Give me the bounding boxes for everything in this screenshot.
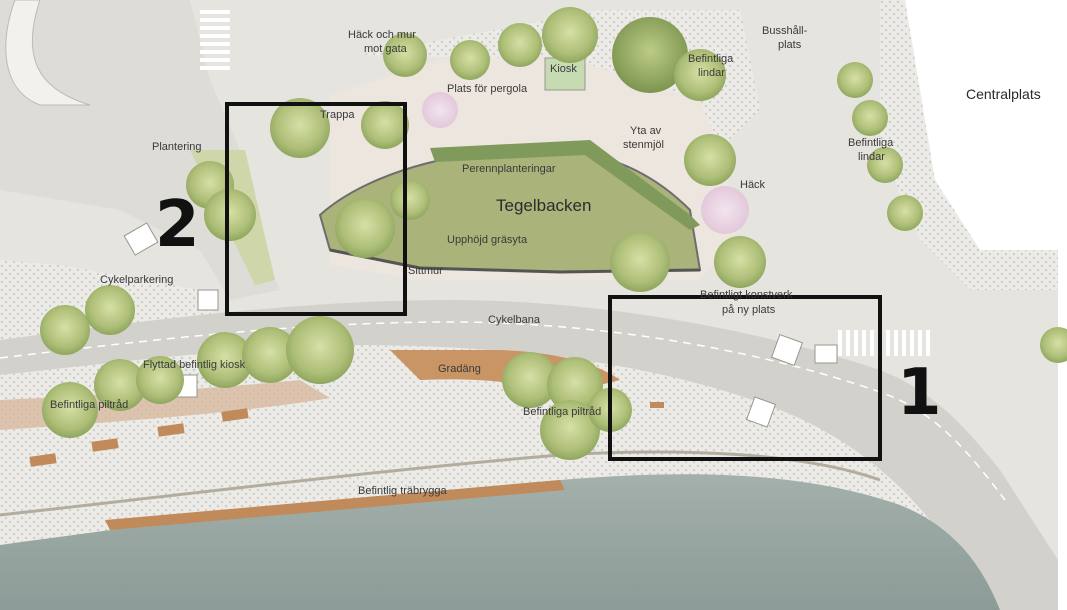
tree xyxy=(502,352,558,408)
tree xyxy=(335,198,395,258)
tree xyxy=(197,332,253,388)
label-upphojd-grasyta: Upphöjd gräsyta xyxy=(447,234,528,246)
trees xyxy=(40,7,1067,460)
building-block-right xyxy=(905,0,1058,250)
tree xyxy=(684,134,736,186)
tree xyxy=(852,100,888,136)
area-number-2: 2 xyxy=(155,188,200,262)
sidewalk-right xyxy=(880,0,1058,290)
label-hack: Häck xyxy=(740,179,766,191)
label-plantering: Plantering xyxy=(152,141,202,153)
bench xyxy=(157,423,185,437)
tree xyxy=(887,195,923,231)
cycle-path xyxy=(0,300,1058,610)
highlight-box-area-1[interactable] xyxy=(608,295,882,461)
label-perennplanteringar: Perennplanteringar xyxy=(462,163,556,175)
highlight-box-area-2[interactable] xyxy=(225,102,407,316)
artwork-box xyxy=(770,333,804,367)
label-befintliga-lindar-top-line2: lindar xyxy=(698,67,725,79)
label-hack-och-mur-line2: mot gata xyxy=(364,43,408,55)
label-plats-for-pergola: Plats för pergola xyxy=(447,83,528,95)
kiosk-building xyxy=(544,57,586,91)
tree xyxy=(270,98,330,158)
label-befintligt-konstverk-line2: på ny plats xyxy=(722,304,776,316)
tree xyxy=(701,186,749,234)
tree xyxy=(204,189,256,241)
label-busshallplats-line2: plats xyxy=(778,39,802,51)
tree xyxy=(242,327,298,383)
label-cykelparkering: Cykelparkering xyxy=(100,274,173,286)
label-tegelbacken: Tegelbacken xyxy=(496,196,591,215)
label-yta-av-stenmjol-line2: stenmjöl xyxy=(623,139,664,151)
label-gradang: Gradäng xyxy=(438,363,481,375)
tree xyxy=(422,92,458,128)
tree xyxy=(42,382,98,438)
label-trappa: Trappa xyxy=(320,109,355,121)
bench xyxy=(29,453,57,467)
label-befintlig-trabrygga: Befintlig träbrygga xyxy=(358,485,448,497)
bench xyxy=(91,438,119,452)
kiosk-box xyxy=(123,222,159,256)
perennial-bed xyxy=(430,140,700,230)
tree xyxy=(286,316,354,384)
benches xyxy=(29,402,664,467)
label-befintliga-piltrad-center: Befintliga piltråd xyxy=(523,406,601,418)
artwork-box xyxy=(814,344,838,364)
area-number-1: 1 xyxy=(897,356,942,430)
tree xyxy=(610,232,670,292)
tree xyxy=(498,23,542,67)
crosswalk xyxy=(200,10,230,70)
map-labels: Häck och mur mot gata Busshåll- plats Ki… xyxy=(50,25,1041,497)
bench xyxy=(650,402,664,408)
label-busshallplats: Busshåll- xyxy=(762,25,808,37)
label-befintliga-lindar-right: Befintliga xyxy=(848,137,894,149)
wooden-jetty xyxy=(105,480,565,530)
tree xyxy=(547,357,603,413)
label-sittmur: Sittmur xyxy=(408,265,443,277)
label-befintliga-lindar-top: Befintliga xyxy=(688,53,734,65)
bus-stop-shelter xyxy=(745,396,777,428)
tree xyxy=(450,40,490,80)
label-hack-och-mur: Häck och mur xyxy=(348,29,416,41)
tree xyxy=(361,101,409,149)
label-yta-av-stenmjol: Yta av xyxy=(630,125,662,137)
label-befintliga-piltrad-left: Befintliga piltråd xyxy=(50,399,128,411)
tree xyxy=(40,305,90,355)
tree xyxy=(85,285,135,335)
kiosk-box xyxy=(197,289,219,311)
bench xyxy=(221,408,249,422)
tree xyxy=(390,180,430,220)
tree xyxy=(612,17,688,93)
tree xyxy=(714,236,766,288)
tree xyxy=(94,359,146,411)
map-frame-right xyxy=(1058,0,1067,610)
tree xyxy=(1040,327,1067,363)
tree xyxy=(540,400,600,460)
tree xyxy=(674,49,726,101)
tree xyxy=(837,62,873,98)
cycle-path-centerline xyxy=(0,321,1006,501)
water xyxy=(0,474,1000,610)
label-befintligt-konstverk: Befintligt konstverk xyxy=(700,289,793,301)
tree xyxy=(867,147,903,183)
label-cykelbana: Cykelbana xyxy=(488,314,541,326)
tree xyxy=(136,356,184,404)
tree xyxy=(383,33,427,77)
label-centralplats: Centralplats xyxy=(966,86,1041,102)
label-kiosk: Kiosk xyxy=(550,63,577,75)
tree xyxy=(542,7,598,63)
traffic-island xyxy=(5,0,91,106)
label-befintliga-lindar-right-line2: lindar xyxy=(858,151,885,163)
label-flyttad-kiosk: Flyttad befintlig kiosk xyxy=(143,359,246,371)
